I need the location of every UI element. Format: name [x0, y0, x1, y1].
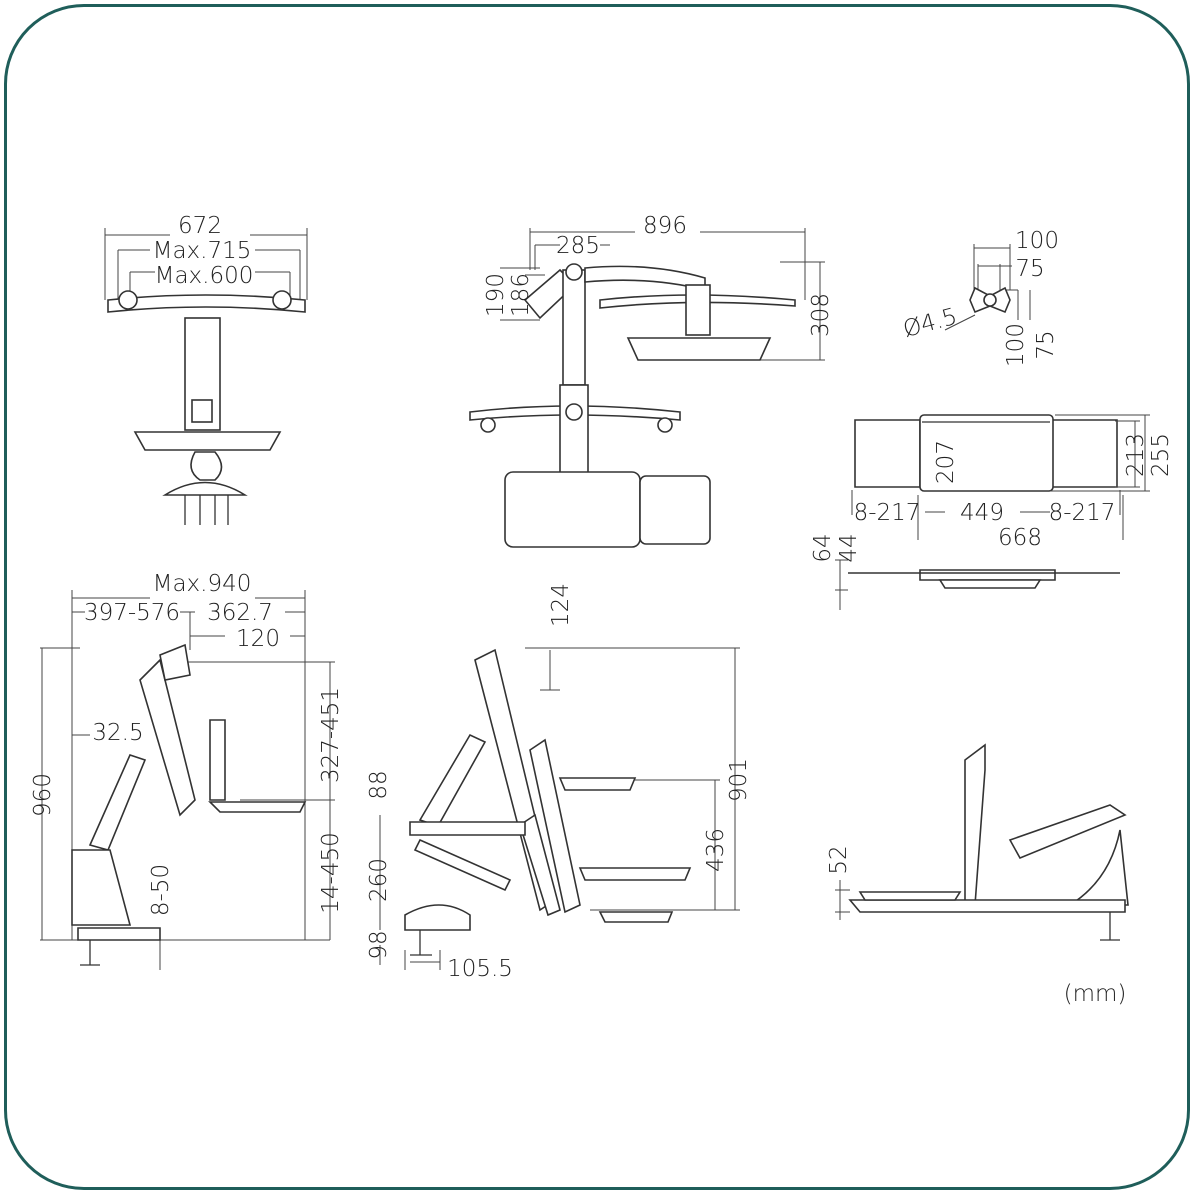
dim-8-50: 8-50 [148, 864, 174, 916]
dim-397-576: 397-576 [84, 600, 180, 626]
dim-896: 896 [643, 213, 687, 239]
dim-186: 186 [508, 273, 534, 317]
dim-44: 44 [836, 533, 862, 562]
top-view-drawing: 896 285 190 186 308 [469, 213, 834, 548]
keyboard-tray-drawing: 207 213 255 8-217 449 8-217 668 64 44 [810, 414, 1174, 610]
dim-max-600: Max.600 [155, 263, 254, 289]
dim-vesa-75-vertical: 75 [1033, 330, 1059, 359]
dim-8-217-left: 8-217 [854, 500, 921, 526]
rounded-frame [4, 4, 1190, 1190]
dim-124: 124 [548, 583, 574, 627]
dim-max-940: Max.940 [153, 571, 252, 597]
dim-hole-diameter: Ø4.5 [900, 304, 960, 343]
folded-view-drawing: 52 [826, 743, 1129, 941]
dim-190: 190 [483, 273, 509, 317]
dim-308: 308 [808, 293, 834, 337]
dim-8-217-right: 8-217 [1049, 500, 1116, 526]
side-view-drawing: Max.940 397-576 362.7 120 32.5 327-451 9… [30, 571, 344, 970]
dim-52: 52 [826, 845, 852, 874]
dim-285: 285 [556, 233, 600, 259]
dim-vesa-100: 100 [1015, 228, 1059, 254]
dim-901: 901 [726, 758, 752, 802]
dim-14-450: 14-450 [318, 832, 344, 913]
dim-668: 668 [998, 525, 1042, 551]
dim-105-5: 105.5 [447, 956, 513, 982]
dim-327-451: 327-451 [318, 687, 344, 783]
units-label: (mm) [1064, 981, 1127, 1007]
dim-207: 207 [933, 440, 959, 484]
dim-672: 672 [178, 213, 222, 239]
dim-vesa-100-vertical: 100 [1003, 323, 1029, 367]
dim-vesa-75: 75 [1015, 256, 1044, 282]
dim-32-5: 32.5 [92, 720, 143, 746]
dim-120: 120 [236, 626, 280, 652]
dim-260: 260 [366, 858, 392, 902]
motion-view-drawing: 124 88 901 436 260 98 105.5 [366, 583, 752, 982]
dim-64: 64 [810, 533, 836, 562]
dim-362-7: 362.7 [207, 600, 273, 626]
dim-88: 88 [366, 770, 392, 799]
dim-98: 98 [366, 930, 392, 959]
vesa-plate-drawing: 100 75 Ø4.5 100 75 [900, 228, 1059, 367]
dim-449: 449 [960, 500, 1004, 526]
dim-960: 960 [30, 773, 56, 817]
dim-436: 436 [703, 828, 729, 872]
dim-max-715: Max.715 [153, 238, 252, 264]
dim-255: 255 [1148, 433, 1174, 477]
front-view-drawing: 672 Max.715 Max.600 [104, 213, 308, 525]
dim-213: 213 [1123, 433, 1149, 477]
